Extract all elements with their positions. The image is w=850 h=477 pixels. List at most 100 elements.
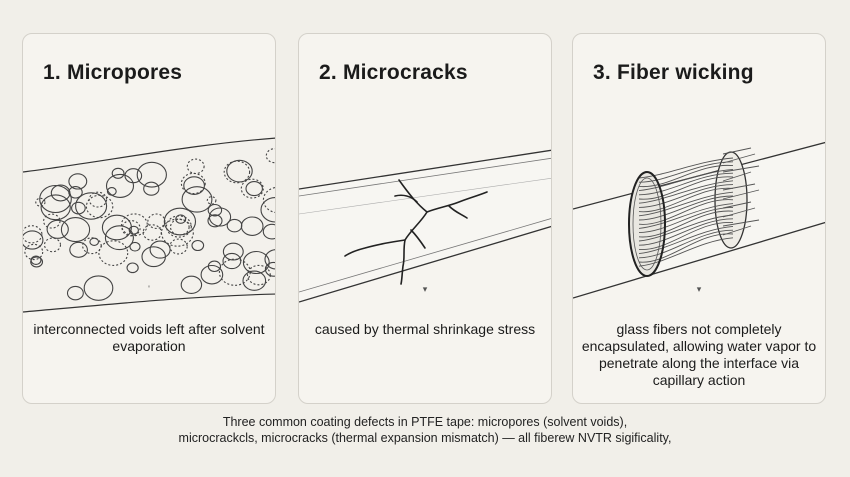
glass-fiber (638, 233, 734, 263)
pore (222, 252, 242, 270)
pore (111, 167, 125, 179)
panel-title: 1. Micropores (43, 61, 183, 84)
pore (242, 250, 270, 275)
pore (264, 261, 275, 277)
pore (106, 187, 117, 196)
pore (169, 238, 188, 255)
protruding-fiber (722, 189, 760, 200)
pore (68, 186, 83, 199)
glass-fiber (638, 206, 734, 234)
pore (223, 160, 251, 184)
protruding-fiber (722, 171, 752, 182)
pore (83, 275, 114, 301)
protruding-fiber (722, 201, 752, 209)
protruding-fiber (722, 153, 756, 164)
pore (128, 225, 139, 235)
glass-fiber (638, 168, 734, 192)
pore (207, 214, 223, 228)
pore (264, 249, 275, 270)
glass-fiber (638, 176, 734, 200)
pore (60, 217, 91, 243)
glass-fiber (638, 191, 734, 217)
figure-caption: Three common coating defects in PTFE tap… (0, 414, 850, 446)
glass-fiber (638, 222, 734, 250)
panel-description: interconnected voids left after solvent … (33, 321, 265, 354)
pore (147, 213, 166, 229)
caption-line-1: Three common coating defects in PTFE tap… (222, 415, 628, 429)
panel-microcracks: 2. Microcracks ▾ caused by thermal shrin… (298, 33, 552, 404)
pore (129, 241, 141, 252)
pore (222, 242, 244, 261)
pore (105, 173, 135, 198)
pore (89, 237, 100, 246)
pore (120, 213, 148, 237)
pore (43, 237, 62, 253)
pore (240, 216, 264, 236)
pore (24, 243, 44, 261)
pore (126, 262, 139, 274)
pore (142, 224, 162, 241)
panel-fiber-wicking: 3. Fiber wicking ▾ glass fibers not comp… (572, 33, 826, 404)
protruding-fiber (722, 207, 756, 218)
glass-fiber (638, 165, 734, 187)
pore (136, 161, 167, 188)
pore (30, 256, 44, 268)
pore (101, 214, 132, 241)
pore (69, 241, 88, 258)
pore (226, 159, 253, 183)
panel-marker: ' (148, 284, 150, 294)
glass-fiber (638, 237, 734, 267)
pore (124, 168, 143, 184)
pore (98, 240, 129, 266)
pore (68, 173, 88, 190)
protruding-fiber (722, 225, 752, 236)
glass-fiber (638, 161, 734, 183)
pore (262, 223, 275, 240)
glass-fiber (638, 180, 734, 204)
glass-fiber (638, 184, 734, 208)
pore (66, 285, 84, 301)
pore (242, 270, 267, 291)
pore (43, 213, 61, 229)
pore (200, 264, 224, 285)
pore (245, 181, 263, 197)
pore (40, 194, 71, 221)
pore (207, 203, 223, 217)
pore (175, 214, 187, 224)
panel-description: caused by thermal shrinkage stress (314, 321, 536, 337)
pore (183, 176, 205, 195)
pore (39, 184, 72, 214)
caption-line-2: microcrackcls, microcracks (thermal expa… (178, 431, 672, 445)
protruding-fiber (722, 183, 756, 191)
panel-title: 2. Microcracks (319, 61, 468, 84)
glass-fiber (638, 214, 734, 242)
microcracks-illustration (299, 149, 551, 303)
pore (208, 207, 232, 227)
glass-fiber (638, 199, 734, 225)
micropores-illustration (23, 137, 275, 313)
pore (186, 158, 205, 175)
pore (23, 230, 44, 250)
glass-fiber (638, 225, 734, 255)
panel-marker: ▾ (696, 284, 702, 294)
panel-marker: ▾ (422, 284, 428, 294)
pore (206, 196, 217, 205)
pore (260, 197, 275, 223)
pore (35, 197, 46, 207)
glass-fiber (638, 229, 734, 259)
pore (75, 192, 108, 220)
pore (104, 225, 134, 251)
pore (191, 239, 205, 252)
panel-title: 3. Fiber wicking (593, 61, 754, 84)
protruding-fiber (722, 147, 752, 155)
panel-micropores: 1. Micropores ' interconnected voids lef… (22, 33, 276, 404)
glass-fiber (638, 218, 734, 246)
pore (180, 172, 206, 195)
protruding-fiber (722, 165, 760, 173)
pore (149, 240, 171, 259)
panel-description: glass fibers not completely encapsulated… (581, 321, 817, 388)
glass-fiber (638, 172, 734, 196)
pore (181, 186, 213, 213)
pore (23, 225, 43, 244)
glass-fiber (638, 187, 734, 213)
